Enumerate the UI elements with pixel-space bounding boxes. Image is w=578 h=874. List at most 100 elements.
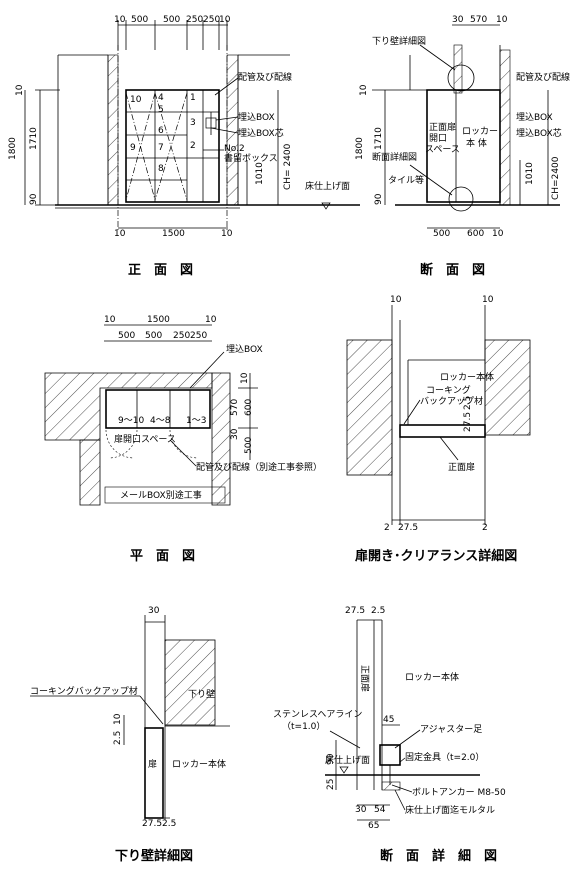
dc-top-dim-left: 10 (390, 295, 402, 305)
hanging-wall-detail: 30 コーキングバックアップ材 下り壁 扉 ロッカー本体 2.5 10 27.5… (30, 606, 230, 864)
fe-no2-label: No.2 (224, 144, 245, 154)
fe-top-dim-6: 10 (219, 15, 231, 25)
fe-box-label: 埋込BOX (238, 112, 275, 123)
plan-caption: 平 面 図 (130, 549, 195, 564)
sec-bottom-dim-500: 500 (433, 229, 450, 239)
sec-left-dim-90: 90 (374, 193, 384, 205)
sec-left-dim-1710: 1710 (374, 127, 384, 150)
hw-door-label: 扉 (148, 758, 157, 770)
hw-left-dim-10: 10 (113, 713, 123, 725)
sd-bottom-dim-30: 30 (355, 805, 367, 815)
plan-right-dim-600: 600 (244, 399, 254, 416)
plan-right-dim-500: 500 (244, 437, 254, 454)
fe-left-dim-10: 10 (15, 84, 25, 96)
sec-top-dim-10: 10 (496, 15, 508, 25)
sec-top-dim-30: 30 (452, 15, 464, 25)
section-detail: 27.5 2.5 正面扉 ロッカー本体 ステンレスヘアライン （t=1.0） ア… (273, 606, 506, 864)
dc-bottom-dim-27: 27.5 (398, 523, 418, 533)
fe-bottom-dim-1: 10 (114, 229, 126, 239)
fe-locker-7: 7 (158, 143, 164, 153)
sec-piping-label: 配管及び配線 (516, 71, 570, 83)
fe-box-core-label: 埋込BOX芯 (238, 127, 284, 139)
hw-top-dim-30: 30 (148, 606, 160, 616)
plan-row-c: 1～3 (186, 416, 206, 426)
plan-view: 10 1500 10 500 500 250 250 9～10 4～8 1～3 … (44, 315, 322, 564)
sec-box-label: 埋込BOX (516, 112, 553, 123)
dc-side-dim-2: 2.5 (463, 396, 473, 410)
fe-top-dim-4: 250 (186, 15, 203, 25)
hw-locker-label: ロッカー本体 (172, 758, 226, 770)
sec-bottom-dim-600: 600 (467, 229, 484, 239)
fe-locker-9: 9 (130, 143, 136, 153)
plan-top-dim-500b: 500 (145, 331, 162, 341)
fe-bottom-dim-3: 10 (221, 229, 233, 239)
sd-top-dim-27: 27.5 (345, 606, 365, 616)
sd-door-vertical: 正面扉 (359, 665, 371, 692)
fe-locker-10: 10 (130, 95, 142, 105)
hw-bottom-dim-2: 2.5 (162, 819, 176, 829)
sec-right-dim-1010: 1010 (525, 162, 535, 185)
sd-thickness: （t=1.0） (282, 721, 325, 732)
sec-locker-1: ロッカー (462, 126, 498, 137)
dc-bottom-dim-2b: 2 (482, 523, 488, 533)
plan-right-dim-10: 10 (240, 372, 250, 384)
sec-tile-label: タイル等 (388, 174, 424, 186)
fe-locker-8: 8 (158, 164, 164, 174)
sd-adjuster: アジャスター足 (420, 724, 482, 735)
plan-top-dim-10a: 10 (104, 315, 116, 325)
fe-left-dim-90: 90 (29, 193, 39, 205)
fe-locker-4: 4 (158, 93, 164, 103)
front-elevation: 10 500 500 250 250 10 10 4 6 1 2 8 (8, 15, 360, 278)
plan-top-dim-250b: 250 (190, 331, 207, 341)
door-clearance-caption: 扉開き･クリアランス詳細図 (355, 548, 517, 564)
fe-piping-label: 配管及び配線 (238, 71, 292, 83)
plan-mailbox-label: メールBOX別途工事 (120, 489, 202, 501)
dc-locker-body: ロッカー本体 (440, 371, 494, 383)
dc-bottom-dim-2a: 2 (384, 523, 390, 533)
section-detail-caption: 断 面 詳 細 図 (380, 848, 497, 864)
section-view: 30 570 10 下り壁詳細図 正面扉 開口 スペース ロッカー 本 体 断面… (355, 15, 570, 278)
sd-bottom-dim-54: 54 (374, 805, 386, 815)
sec-door-open-1: 正面扉 (429, 121, 456, 133)
plan-top-dim-1500: 1500 (147, 315, 170, 325)
sec-locker-2: 本 体 (466, 137, 487, 149)
plan-top-dim-10b: 10 (205, 315, 217, 325)
fe-right-dim-1010: 1010 (255, 162, 265, 185)
sec-left-dim-10: 10 (359, 84, 369, 96)
fe-mailbox-label: 書留ボックス (224, 152, 278, 164)
sec-detail-label: 断面詳細図 (372, 151, 417, 163)
sd-mortar: 床仕上げ面迄モルタル (405, 804, 495, 816)
section-caption: 断 面 図 (420, 262, 485, 278)
fe-top-dim-3: 500 (163, 15, 180, 25)
sd-top-dim-2: 2.5 (371, 606, 385, 616)
hw-bottom-dim-27: 27.5 (142, 819, 162, 829)
dc-caulking-1: コーキング (426, 384, 471, 396)
hanging-wall-caption: 下り壁詳細図 (115, 848, 193, 864)
plan-door-opening: 扉開口スペース (114, 433, 176, 445)
sd-stainless: ステンレスヘアライン (273, 709, 362, 720)
fe-top-dim-1: 10 (114, 15, 126, 25)
plan-right-dim-570: 570 (230, 399, 240, 416)
plan-top-dim-250a: 250 (173, 331, 190, 341)
fe-floor-label: 床仕上げ面 (305, 180, 350, 192)
dc-top-dim-right: 10 (482, 295, 494, 305)
sec-hanging-wall-label: 下り壁詳細図 (372, 35, 426, 47)
fe-locker-5: 5 (158, 105, 164, 115)
fe-locker-2: 2 (190, 141, 196, 151)
sd-side-dim-45: 45 (383, 715, 394, 725)
plan-row-b: 4～8 (150, 416, 171, 426)
sec-door-open-2: 開口 (429, 133, 447, 144)
fe-top-dim-5: 250 (203, 15, 220, 25)
fe-bottom-dim-2: 1500 (162, 229, 185, 239)
sd-left-dim-25: 25 (326, 779, 336, 790)
fe-locker-1: 1 (190, 93, 196, 103)
sec-left-dim-1800: 1800 (355, 137, 365, 160)
fe-left-dim-1800: 1800 (8, 137, 18, 160)
plan-top-dim-500a: 500 (118, 331, 135, 341)
sd-locker-body: ロッカー本体 (405, 671, 459, 683)
sec-door-open-3: スペース (425, 145, 460, 155)
sec-right-dim-ch: CH=2400 (551, 156, 561, 200)
hw-hanging-wall-label: 下り壁 (188, 688, 215, 700)
plan-piping-label: 配管及び配線（別途工事参照） (196, 461, 322, 473)
